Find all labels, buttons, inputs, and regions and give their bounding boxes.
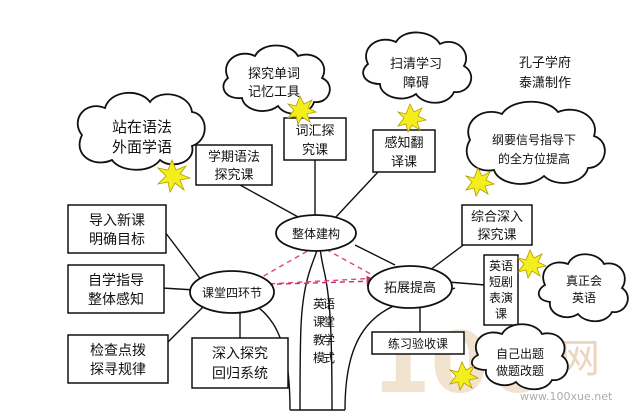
credit-line2: 泰潇制作 [519,76,571,91]
box-line: 导入新课 [89,213,145,229]
cloud-line: 英语 [572,291,596,305]
box-line: 究课 [302,143,328,158]
box-line: 表演 [489,290,513,305]
box-line: 探究课 [477,228,516,243]
trunk-char: 模 [313,351,325,365]
cloud-line: 障碍 [403,76,429,91]
box-line: 整体感知 [88,291,144,308]
box-line: 回归系统 [212,365,268,382]
trunk-char: 课 [313,315,325,329]
box-line: 英语 [489,259,513,273]
trunk-char: 教 [313,332,325,347]
box-line: 词汇探 [295,124,334,139]
cloud-line: 的全方位提高 [498,151,570,166]
cloud-line: 外面学语 [112,138,172,156]
box-line: 检查点拨 [90,343,146,359]
cloud-line: 真正会 [566,274,602,288]
box-line: 自学指导 [88,273,144,289]
box-line: 课 [495,307,507,321]
cloud-outline-signal: 纲要信号指导下 的全方位提高 [465,100,606,185]
cloud-real-english: 真正会 英语 [537,253,629,323]
cloud-line: 纲要信号指导下 [492,132,576,147]
top-box-vocab: 词汇探 究课 [283,117,347,161]
box-line: 明确目标 [89,232,145,248]
trunk-label: 英 语 课 堂 教 学 模 式 [313,297,335,365]
top-box-translate: 感知翻 译课 [372,129,436,173]
cloud-line: 站在语法 [112,118,172,136]
trunk-char: 英 [313,297,325,311]
node-classroom: 课堂四环节 [189,270,275,314]
box-line: 综合深入 [471,210,523,225]
top-box-grammar: 学期语法 探究课 [195,144,273,186]
box-line: 短剧 [489,275,513,289]
node-extension: 拓展提高 [367,265,453,309]
cloud-vocab-tool: 探究单词 记忆工具 [222,44,331,115]
cloud-line: 做题改题 [496,363,544,378]
node-extension-label: 拓展提高 [384,280,436,296]
box-line: 学期语法 [208,149,260,165]
box-line: 探究课 [214,168,253,183]
cloud-line: 探究单词 [248,67,300,82]
cloud-grammar: 站在语法 外面学语 [76,91,206,171]
left-box-check: 检查点拨 探寻规律 [67,334,169,384]
box-line: 深入探究 [212,346,268,362]
cloud-clear-obstacles: 扫清学习 障碍 [362,31,473,104]
trunk-char: 堂 [323,315,335,329]
trunk-char: 语 [323,297,335,311]
star-icon [464,167,496,198]
box-line: 练习验收课 [388,336,448,351]
left-box-deep: 深入探究 回归系统 [191,337,289,389]
credit-line1: 孔子学府 [519,55,571,71]
star-icon [516,249,548,280]
star-icon [448,361,480,392]
node-overall: 整体建构 [275,214,357,252]
right-box-practice: 练习验收课 [371,331,465,355]
watermark-url: www.100xue.net [520,390,613,403]
cloud-self-questions: 自己出题 做题改题 [471,323,569,391]
right-box-drama: 英语 短剧 表演 课 [483,254,519,326]
star-icon [396,103,428,134]
cloud-line: 自己出题 [496,347,544,361]
trunk-char: 式 [323,351,335,365]
star-icon [286,95,318,126]
trunk-char: 学 [323,332,335,347]
box-line: 探寻规律 [90,362,146,378]
cloud-line: 记忆工具 [248,84,300,100]
right-box-comprehensive: 综合深入 探究课 [461,204,533,246]
node-overall-label: 整体建构 [292,226,340,241]
cloud-line: 扫清学习 [390,56,442,72]
node-classroom-label: 课堂四环节 [202,286,262,300]
starbursts [156,95,548,392]
box-line: 感知翻 [384,135,423,151]
box-line: 译课 [391,155,417,170]
star-icon [156,158,192,194]
left-box-selfstudy: 自学指导 整体感知 [67,264,165,314]
credit-box: 孔子学府 泰潇制作 [519,55,571,91]
left-box-intro: 导入新课 明确目标 [67,204,167,254]
